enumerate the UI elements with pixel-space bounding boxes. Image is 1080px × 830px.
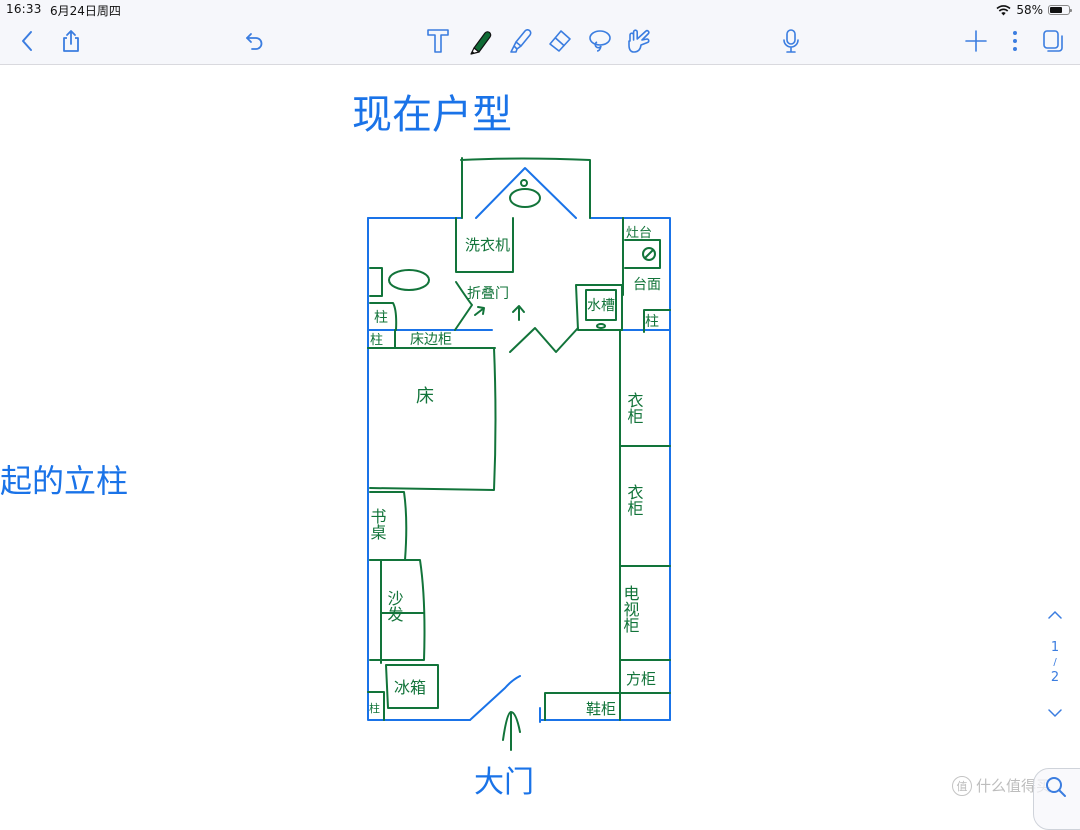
side-note: 起的立柱 — [0, 462, 128, 500]
add-page-button[interactable] — [961, 26, 991, 56]
status-time: 16:33 — [6, 2, 42, 16]
undo-icon — [246, 33, 263, 50]
highlighter-tool-button[interactable] — [505, 26, 535, 56]
more-vertical-icon — [1013, 31, 1017, 51]
entrance-label: 大门 — [474, 765, 534, 800]
drawing-canvas[interactable]: 现在户型 起的立柱 大门 洗衣机 折叠门 灶台 台面 水槽 柱 柱 柱 床边柜 … — [0, 65, 1080, 810]
back-button[interactable] — [12, 26, 42, 56]
chevron-left-icon — [22, 31, 32, 51]
label-desk: 书桌 — [368, 508, 387, 540]
microphone-button[interactable] — [776, 26, 806, 56]
label-fridge: 冰箱 — [394, 678, 426, 697]
status-date: 6月24日周四 — [50, 4, 121, 18]
label-pillar-left: 柱 — [374, 310, 388, 326]
chevron-up-icon[interactable] — [1048, 610, 1062, 620]
wifi-icon — [996, 4, 1011, 15]
text-tool-icon — [427, 29, 449, 53]
label-bed: 床 — [416, 386, 434, 407]
label-pillar-left-lower: 柱 — [370, 333, 383, 348]
hand-tool-button[interactable] — [624, 26, 654, 56]
floor-plan-sketch: 现在户型 起的立柱 大门 洗衣机 折叠门 灶台 台面 水槽 柱 柱 柱 床边柜 … — [0, 92, 671, 800]
label-stove: 灶台 — [626, 226, 652, 241]
watermark: 值 什么值得买 — [952, 775, 1051, 796]
label-tv-cabinet: 电视柜 — [621, 585, 640, 633]
label-pillar-right: 柱 — [645, 314, 659, 330]
page-separator: / — [1053, 657, 1057, 668]
lasso-tool-button[interactable] — [585, 26, 615, 56]
label-wardrobe-2: 衣柜 — [625, 484, 644, 516]
chevron-down-icon[interactable] — [1048, 708, 1062, 718]
microphone-icon — [783, 29, 799, 53]
label-pillar-bottom: 柱 — [369, 701, 380, 715]
eraser-tool-button[interactable] — [545, 26, 575, 56]
sketch-title: 现在户型 — [352, 92, 512, 138]
top-toolbar: 16:33 6月24日周四 58% — [0, 0, 1080, 65]
page-navigator: 1 / 2 — [1040, 610, 1070, 718]
pen-tool-button[interactable] — [465, 26, 495, 56]
label-sofa: 沙发 — [385, 590, 404, 622]
watermark-text: 什么值得买 — [976, 777, 1052, 795]
share-icon — [63, 30, 79, 52]
undo-button[interactable] — [240, 26, 270, 56]
label-counter: 台面 — [633, 277, 661, 293]
share-button[interactable] — [56, 26, 86, 56]
watermark-logo: 值 — [952, 775, 972, 796]
battery-percent: 58% — [1016, 3, 1043, 17]
eraser-icon — [549, 30, 571, 52]
zoom-button[interactable] — [1033, 768, 1080, 830]
status-indicators: 58% — [996, 2, 1072, 18]
pages-icon — [1043, 30, 1063, 52]
pages-button[interactable] — [1038, 26, 1068, 56]
battery-icon — [1048, 5, 1072, 15]
more-options-button[interactable] — [1000, 26, 1030, 56]
label-wardrobe-1: 衣柜 — [625, 392, 644, 424]
label-storage-cabinet: 方柜 — [626, 670, 656, 688]
hand-pointer-icon — [628, 29, 650, 53]
plus-icon — [965, 30, 987, 52]
magnifier-icon — [1046, 777, 1066, 797]
label-folding-door: 折叠门 — [467, 286, 509, 302]
lasso-icon — [589, 30, 611, 52]
pen-icon — [470, 31, 492, 55]
label-washing-machine: 洗衣机 — [465, 236, 510, 254]
label-bedside-cabinet: 床边柜 — [410, 332, 452, 348]
highlighter-icon — [510, 29, 532, 53]
current-page: 1 — [1050, 640, 1060, 655]
total-pages: 2 — [1050, 670, 1060, 685]
text-tool-button[interactable] — [423, 26, 453, 56]
label-sink: 水槽 — [587, 298, 615, 314]
label-shoe-cabinet: 鞋柜 — [586, 700, 616, 718]
